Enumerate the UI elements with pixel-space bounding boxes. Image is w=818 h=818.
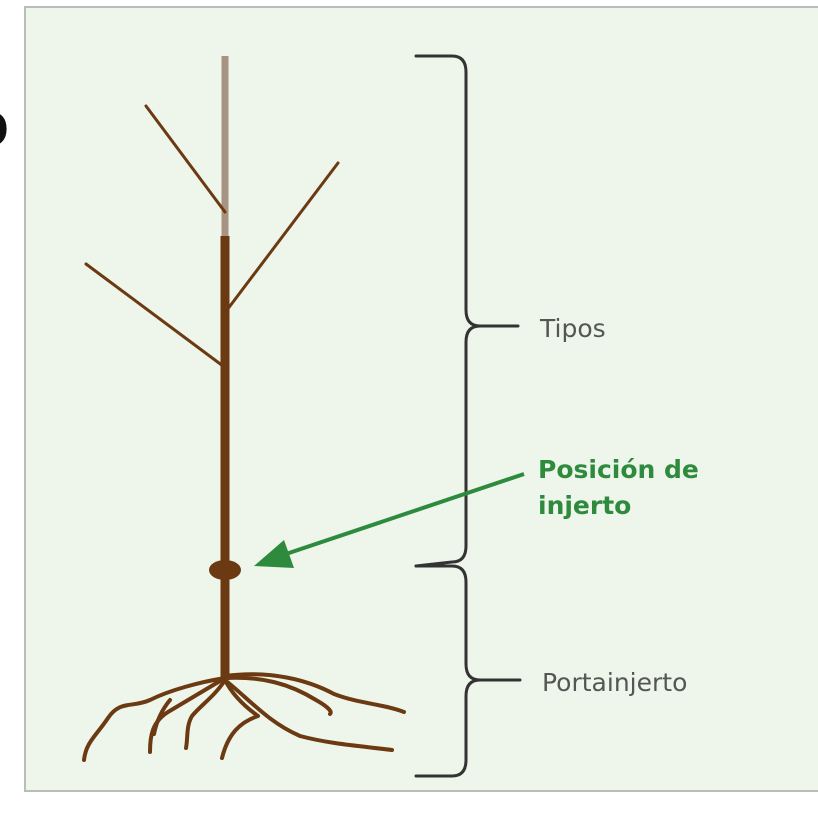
label-graft-position: Posición de injerto (538, 452, 699, 524)
branch-lower-left (84, 262, 225, 368)
graft-arrow (254, 472, 525, 568)
brackets (414, 54, 522, 778)
branch-upper-right (225, 161, 340, 312)
upper-bracket (414, 54, 482, 568)
label-graft-line1: Posición de (538, 455, 699, 484)
root-8 (152, 698, 172, 736)
root-6 (223, 675, 333, 716)
graft-union (209, 560, 241, 580)
graft-arrow-head (254, 540, 294, 568)
roots (82, 672, 406, 762)
root-3 (184, 678, 227, 750)
lower-bracket (414, 564, 482, 778)
root-5 (223, 678, 394, 752)
branches (84, 104, 340, 368)
diagram-panel (24, 6, 818, 792)
label-portainjerto: Portainjerto (542, 668, 688, 697)
root-1 (82, 676, 227, 762)
root-7 (223, 672, 406, 714)
cropped-heading-fragment: o (0, 92, 9, 156)
root-2 (148, 676, 227, 754)
branch-upper-left (144, 104, 227, 214)
label-tipos: Tipos (540, 314, 606, 343)
root-4 (220, 678, 260, 760)
graft-arrow-shaft (279, 472, 525, 558)
label-graft-line2: injerto (538, 491, 632, 520)
